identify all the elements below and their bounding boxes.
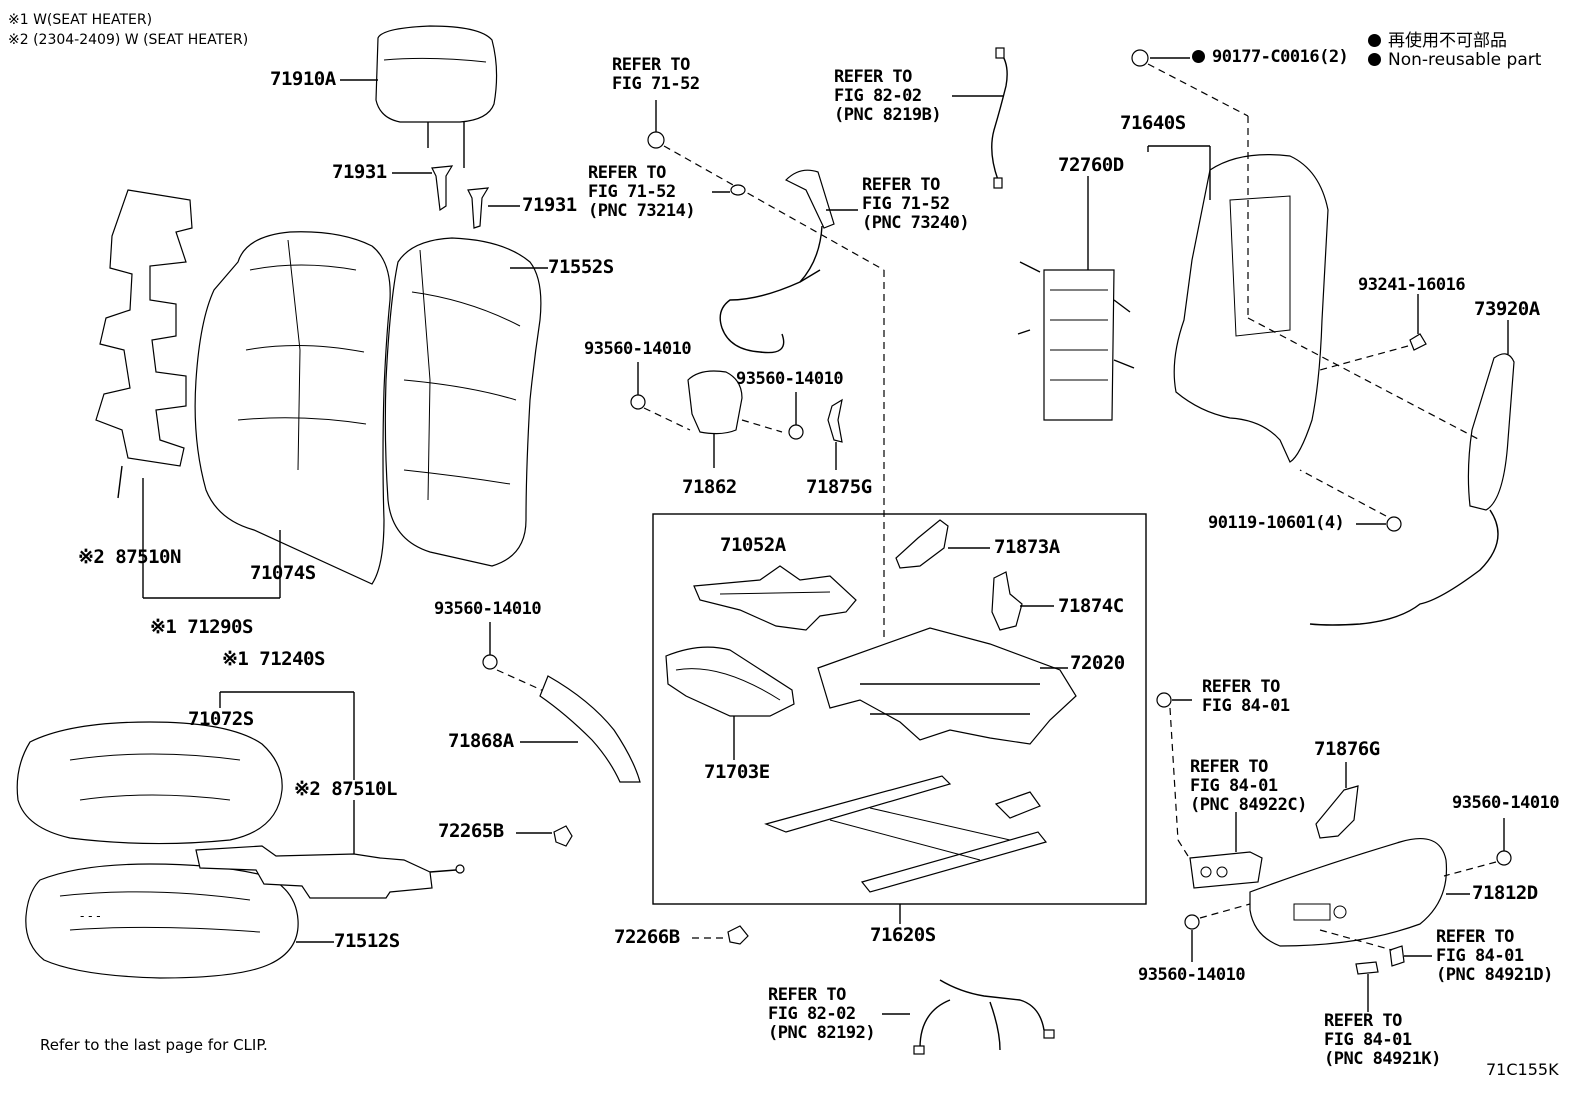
cushion-heater-mat-87510L (195, 800, 465, 899)
legend-en: Non-reusable part (1368, 50, 1541, 70)
bracket-71876G (1315, 762, 1359, 839)
part-93560-14010-d[interactable]: 93560-14010 (1452, 793, 1560, 813)
part-87510L[interactable]: ※2 87510L (294, 778, 397, 800)
seat-cushion-pad-71512S: - - - (25, 863, 334, 979)
part-72266B[interactable]: 72266B (614, 926, 680, 948)
part-71240S[interactable]: ※1 71240S (222, 648, 325, 670)
back-heater-mat-87510N (95, 189, 193, 598)
cushion-frame-71703E (665, 646, 795, 760)
note-seat-heater-2: ※2 (2304-2409) W (SEAT HEATER) (8, 32, 249, 48)
illustration-code: 71C155K (1486, 1060, 1559, 1079)
part-71512S[interactable]: 71512S (334, 930, 400, 952)
part-73920A[interactable]: 73920A (1474, 298, 1540, 320)
part-71910A[interactable]: 71910A (270, 68, 336, 90)
part-71074S[interactable]: 71074S (250, 562, 316, 584)
clip-72266B (692, 925, 749, 945)
part-71862[interactable]: 71862 (682, 476, 737, 498)
part-87510N[interactable]: ※2 87510N (78, 546, 181, 568)
part-93241-16016[interactable]: 93241-16016 (1358, 275, 1466, 295)
bracket-71862 (687, 370, 783, 468)
clip-84-01 (1156, 692, 1192, 857)
part-72020[interactable]: 72020 (1070, 652, 1125, 674)
part-71931-b[interactable]: 71931 (522, 194, 577, 216)
part-71552S[interactable]: 71552S (548, 256, 614, 278)
part-71052A[interactable]: 71052A (720, 534, 786, 556)
part-90119-10601[interactable]: 90119-10601(4) (1208, 513, 1345, 533)
nut-90177-C0016 (1131, 49, 1481, 441)
part-93560-14010-c[interactable]: 93560-14010 (736, 369, 844, 389)
seatback-cover-71074S (143, 231, 391, 599)
part-93560-14010-b[interactable]: 93560-14010 (584, 339, 692, 359)
part-71812D[interactable]: 71812D (1472, 882, 1538, 904)
part-71875G[interactable]: 71875G (806, 476, 872, 498)
cover-71868A (520, 675, 641, 783)
wire-harness-8219B (952, 47, 1008, 189)
wire-harness-82192 (882, 979, 1055, 1055)
switch-84922C (1189, 812, 1263, 889)
washer-71-52 (712, 184, 746, 196)
note-seat-heater-1: ※1 W(SEAT HEATER) (8, 12, 153, 28)
seat-adjuster-71620S (764, 775, 1048, 893)
bolt-93560-14010-c (788, 392, 804, 440)
seatback-frame-71640S (1147, 145, 1329, 463)
bracket-71875G (827, 398, 843, 470)
bolt-93560-14010-a (482, 622, 547, 693)
seat-cushion-cover-71072S (16, 691, 355, 845)
bolt-93560-14010-e (1184, 903, 1251, 962)
footer-clip-note: Refer to the last page for CLIP. (40, 1036, 268, 1054)
non-reusable-marker-icon (1368, 53, 1381, 66)
seat-frame-72020 (817, 627, 1077, 745)
part-71868A[interactable]: 71868A (448, 730, 514, 752)
part-71290S[interactable]: ※1 71290S (150, 616, 253, 638)
part-71874C[interactable]: 71874C (1058, 595, 1124, 617)
part-71640S[interactable]: 71640S (1120, 112, 1186, 134)
svg-text:- - -: - - - (80, 909, 101, 923)
bolt-93560-14010-b (630, 362, 691, 431)
part-72760D[interactable]: 72760D (1058, 154, 1124, 176)
seat-pan-71052A (693, 565, 857, 631)
part-90177-C0016[interactable]: 90177-C0016(2) (1192, 48, 1349, 67)
part-71620S[interactable]: 71620S (870, 924, 936, 946)
clip-72265B (516, 825, 573, 847)
part-71876G[interactable]: 71876G (1314, 738, 1380, 760)
seatback-pad-71552S (384, 237, 548, 567)
headrest-71910A (340, 25, 498, 168)
non-reusable-marker-icon (1192, 50, 1205, 63)
part-93560-14010-e[interactable]: 93560-14010 (1138, 965, 1246, 985)
part-72265B[interactable]: 72265B (438, 820, 504, 842)
side-airbag-73920A (1309, 320, 1515, 626)
bolt-93241-16016 (1319, 294, 1427, 371)
part-71072S[interactable]: 71072S (188, 708, 254, 730)
lumbar-support-72760D (1017, 176, 1135, 421)
part-71703E[interactable]: 71703E (704, 761, 770, 783)
non-reusable-marker-icon (1368, 34, 1381, 47)
bolt-93560-14010-d (1443, 818, 1512, 877)
part-71931-a[interactable]: 71931 (332, 161, 387, 183)
bracket-71873A (895, 519, 990, 569)
nut-71-52 (647, 100, 885, 640)
headrest-guides-71931 (392, 165, 520, 229)
part-71873A[interactable]: 71873A (994, 536, 1060, 558)
lumbar-harness-73240 (719, 169, 858, 354)
bracket-71874C (991, 571, 1054, 631)
part-93560-14010-a[interactable]: 93560-14010 (434, 599, 542, 619)
side-shield-71812D (1249, 838, 1470, 947)
legend-jp: 再使用不可部品 (1368, 26, 1507, 51)
bolt-90119-10601 (1299, 469, 1402, 532)
knobs-84921 (1319, 929, 1432, 1012)
